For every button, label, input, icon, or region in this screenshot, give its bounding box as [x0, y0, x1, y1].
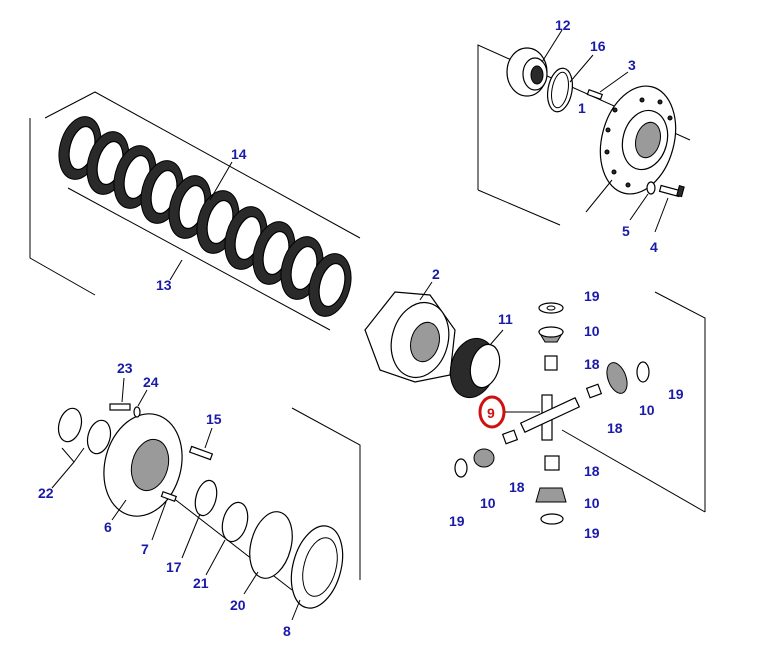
- label-18-right: 18: [607, 420, 623, 436]
- part-17-plate[interactable]: [181, 478, 220, 559]
- part-18-bushing-right[interactable]: [585, 383, 603, 399]
- part-3-pin[interactable]: [586, 88, 604, 100]
- part-6-carrier[interactable]: [93, 405, 193, 525]
- label-10-bottom: 10: [584, 495, 600, 511]
- label-22: 22: [38, 485, 54, 501]
- part-10-pinion-left[interactable]: [473, 448, 495, 468]
- part-16-snap-ring[interactable]: [544, 66, 575, 113]
- part-19-thrust-washer-right[interactable]: [636, 361, 650, 383]
- part-12-hub[interactable]: [506, 47, 548, 97]
- part-labels: 1 2 3 4 5 6 7 8 9 10 10 10 10 11 12 13 1…: [38, 17, 684, 639]
- part-10-pinion-bottom[interactable]: [535, 487, 567, 503]
- part-24-washer[interactable]: [133, 389, 148, 418]
- part-22-o-rings[interactable]: [51, 406, 114, 489]
- label-19-bottom: 19: [584, 525, 600, 541]
- label-20: 20: [230, 597, 246, 613]
- label-10-right: 10: [639, 402, 655, 418]
- part-10-pinion-right[interactable]: [603, 360, 631, 396]
- label-17: 17: [166, 559, 182, 575]
- spider-assembly: [454, 291, 706, 525]
- label-9[interactable]: 9: [487, 405, 495, 421]
- label-12: 12: [555, 17, 571, 33]
- part-1-flange[interactable]: [589, 78, 687, 203]
- part-8-seal[interactable]: [283, 520, 351, 621]
- label-15: 15: [206, 411, 222, 427]
- label-7: 7: [141, 541, 149, 557]
- part-21-snap-ring[interactable]: [205, 500, 252, 576]
- label-2: 2: [432, 266, 440, 282]
- part-15-pin[interactable]: [188, 427, 214, 461]
- clutch-plate-stack: [29, 91, 361, 331]
- part-20-ring[interactable]: [243, 507, 299, 595]
- label-13: 13: [156, 277, 172, 293]
- part-4-bolt[interactable]: [658, 184, 685, 198]
- part-18-bushing-bottom[interactable]: [544, 455, 560, 471]
- label-1: 1: [578, 100, 586, 116]
- label-10-top: 10: [584, 323, 600, 339]
- part-23-bolt[interactable]: [109, 377, 131, 411]
- label-5: 5: [622, 223, 630, 239]
- label-16: 16: [590, 38, 606, 54]
- label-18-bottom: 18: [584, 463, 600, 479]
- label-19-left: 19: [449, 513, 465, 529]
- part-10-pinion-top[interactable]: [538, 326, 564, 343]
- part-19-thrust-washer-top[interactable]: [538, 302, 564, 314]
- top-right-assembly: [477, 29, 691, 233]
- label-18-left: 18: [509, 479, 525, 495]
- label-10-left: 10: [480, 495, 496, 511]
- label-24: 24: [143, 374, 159, 390]
- label-3: 3: [628, 57, 636, 73]
- label-19-top: 19: [584, 288, 600, 304]
- label-8: 8: [283, 623, 291, 639]
- label-19-right: 19: [668, 386, 684, 402]
- part-18-bushing-left[interactable]: [501, 429, 519, 445]
- part-9-highlight-ring: [478, 395, 506, 429]
- part-7-pin[interactable]: [151, 490, 178, 541]
- label-23: 23: [117, 360, 133, 376]
- label-4: 4: [650, 239, 658, 255]
- label-18-top: 18: [584, 356, 600, 372]
- part-9-spider-cross[interactable]: [519, 394, 581, 441]
- label-14: 14: [231, 146, 247, 162]
- clutch-plates[interactable]: [52, 112, 357, 321]
- part-11-side-gear[interactable]: [444, 329, 504, 403]
- label-21: 21: [193, 575, 209, 591]
- part-19-thrust-washer-bottom[interactable]: [540, 513, 564, 525]
- part-18-bushing-top[interactable]: [544, 355, 558, 371]
- part-2-differential-case[interactable]: [364, 281, 457, 384]
- label-6: 6: [104, 519, 112, 535]
- part-5-washer[interactable]: [646, 181, 656, 195]
- bottom-left-assembly: [51, 377, 361, 621]
- label-11: 11: [498, 311, 513, 327]
- part-19-thrust-washer-left[interactable]: [454, 458, 468, 478]
